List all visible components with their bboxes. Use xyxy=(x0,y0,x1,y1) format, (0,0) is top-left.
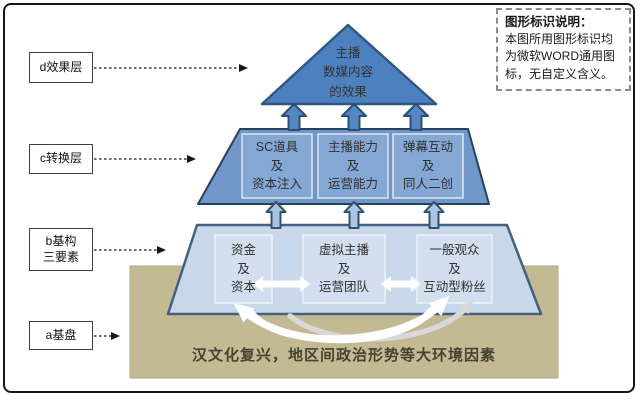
layer-label-d: d效果层 xyxy=(29,52,93,83)
middle-box-danmaku-label: 弹幕互动 及 同人二创 xyxy=(402,139,453,192)
bottom-box-funds xyxy=(214,234,273,304)
apex-triangle xyxy=(260,23,438,106)
double-arrow-icon xyxy=(253,276,310,292)
bottom-box-vtuber-team xyxy=(302,234,386,304)
up-arrow-icon xyxy=(265,201,287,229)
environment-base-label: 汉文化复兴，地区间政治形势等大环境因素 xyxy=(191,347,496,364)
bottom-box-audience xyxy=(416,234,493,304)
layer-label-c: c转换层 xyxy=(29,144,93,174)
layer-label-b: b基构 三要素 xyxy=(29,228,93,271)
middle-box-skill-label: 主播能力 及 运营能力 xyxy=(327,139,378,192)
middle-box-sc-label: SC道具 及 资本注入 xyxy=(251,139,302,192)
curved-arrow-right-icon xyxy=(248,295,450,343)
legend-note-body: 本图所用图形标识均 为微软WORD通用图 标，无自定义含义。 xyxy=(505,32,615,81)
legend-note-box: 图形标识说明： 本图所用图形标识均 为微软WORD通用图 标，无自定义含义。 xyxy=(496,8,631,91)
middle-box-skill xyxy=(317,133,389,199)
up-arrow-icon xyxy=(341,103,367,131)
middle-box-sc xyxy=(241,133,313,199)
up-arrow-icon xyxy=(403,103,429,131)
legend-note-title: 图形标识说明： xyxy=(505,15,593,29)
bottom-box-audience-label: 一般观众 及 互动型粉丝 xyxy=(423,242,486,295)
apex-label: 主播 数媒内容 的效果 xyxy=(322,46,373,99)
bottom-box-funds-label: 资金 及 资本 xyxy=(230,242,256,295)
layer-label-a: a基盘 xyxy=(29,321,93,350)
up-arrow-icon xyxy=(343,201,365,229)
up-arrow-icon xyxy=(423,201,445,229)
bottom-box-vtuber-team-label: 虚拟主播 及 运营团队 xyxy=(318,242,369,295)
double-arrow-icon xyxy=(381,276,421,292)
middle-box-danmaku xyxy=(392,133,464,199)
up-arrow-icon xyxy=(281,103,307,131)
